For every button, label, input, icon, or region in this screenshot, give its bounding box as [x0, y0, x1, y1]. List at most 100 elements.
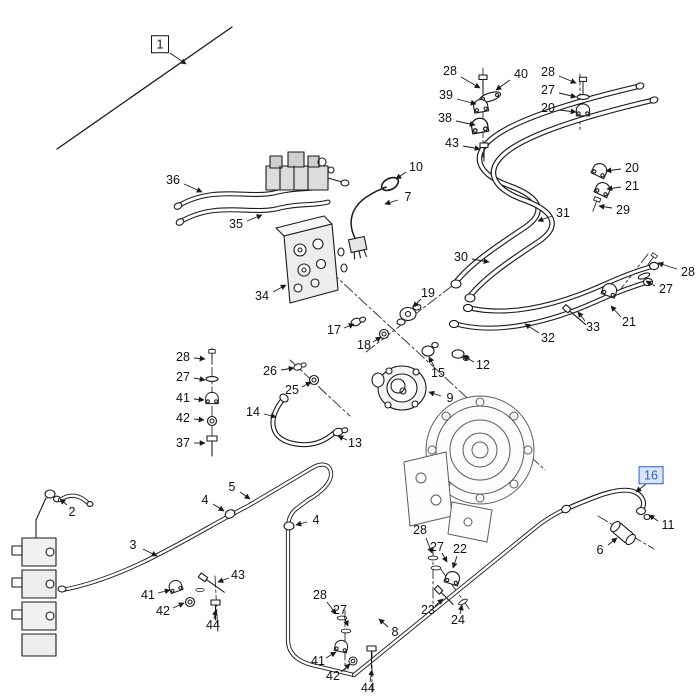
elbow-6: [610, 520, 636, 546]
seal-ring-10: [380, 176, 400, 192]
callout-36[interactable]: 36: [166, 172, 180, 187]
hose-14: [273, 393, 334, 444]
callout-23[interactable]: 23: [421, 602, 435, 617]
callout-43[interactable]: 43: [231, 567, 245, 582]
leader-line-1: [169, 52, 187, 65]
callout-40[interactable]: 40: [514, 66, 528, 81]
callout-5[interactable]: 5: [228, 479, 236, 494]
callout-7[interactable]: 7: [404, 189, 412, 204]
callout-1[interactable]: 1: [151, 35, 169, 53]
callout-31[interactable]: 31: [556, 205, 570, 220]
leader-line-34: [272, 284, 287, 293]
callout-8[interactable]: 8: [391, 624, 399, 639]
leader-line-18: [372, 336, 382, 343]
callout-30[interactable]: 30: [454, 249, 468, 264]
hardware-stack-top: [469, 74, 502, 162]
leader-line-20: [605, 167, 622, 174]
callout-32[interactable]: 32: [541, 330, 555, 345]
callout-29[interactable]: 29: [616, 202, 630, 217]
callout-3[interactable]: 3: [129, 537, 137, 552]
callout-28[interactable]: 28: [413, 522, 427, 537]
callout-26[interactable]: 26: [263, 363, 277, 378]
callout-27[interactable]: 27: [176, 369, 190, 384]
leader-line-32: [524, 323, 540, 334]
callout-27[interactable]: 27: [541, 82, 555, 97]
callout-35[interactable]: 35: [229, 216, 243, 231]
leader-line-30: [471, 258, 490, 264]
callout-20[interactable]: 20: [625, 160, 639, 175]
callout-17[interactable]: 17: [327, 322, 341, 337]
hose-16: [561, 490, 644, 514]
callout-11[interactable]: 11: [661, 517, 675, 532]
leader-line-26: [280, 365, 295, 372]
callout-42[interactable]: 42: [156, 603, 170, 618]
callout-24[interactable]: 24: [451, 612, 465, 627]
callout-16[interactable]: 16: [638, 466, 664, 484]
hardware-stack-bottom-center: [333, 615, 377, 669]
tube-3-5: [57, 465, 354, 675]
callout-21[interactable]: 21: [622, 314, 636, 329]
callout-4[interactable]: 4: [201, 492, 209, 507]
callout-10[interactable]: 10: [409, 159, 423, 174]
leader-line-28: [657, 261, 678, 270]
callout-42[interactable]: 42: [176, 410, 190, 425]
callout-44[interactable]: 44: [361, 680, 375, 695]
callout-2[interactable]: 2: [68, 504, 76, 519]
callout-28[interactable]: 28: [681, 264, 695, 279]
leader-line-31: [537, 215, 553, 222]
leader-line-43: [217, 577, 230, 583]
callout-28[interactable]: 28: [541, 64, 555, 79]
callout-41[interactable]: 41: [141, 587, 155, 602]
callout-38[interactable]: 38: [438, 110, 452, 125]
leader-line-7: [384, 199, 399, 206]
callout-27[interactable]: 27: [333, 602, 347, 617]
leader-line-28: [326, 601, 337, 615]
callout-14[interactable]: 14: [246, 404, 260, 419]
callout-13[interactable]: 13: [348, 435, 362, 450]
leader-line-28: [558, 75, 577, 84]
callout-27[interactable]: 27: [659, 281, 673, 296]
callout-18[interactable]: 18: [357, 337, 371, 352]
callout-44[interactable]: 44: [206, 617, 220, 632]
callout-28[interactable]: 28: [313, 587, 327, 602]
callout-27[interactable]: 27: [430, 539, 444, 554]
tube-end-fitting: [649, 96, 659, 104]
leader-line-36: [183, 183, 203, 193]
callout-25[interactable]: 25: [285, 382, 299, 397]
leader-layer: [59, 52, 678, 683]
callout-34[interactable]: 34: [255, 288, 269, 303]
connector-7: [347, 235, 368, 260]
callout-4[interactable]: 4: [312, 512, 320, 527]
leader-line-29: [598, 203, 613, 210]
callout-28[interactable]: 28: [443, 63, 457, 78]
callout-20[interactable]: 20: [541, 100, 555, 115]
elbow-fitting-15: [421, 341, 439, 357]
leader-line-6: [607, 537, 618, 546]
callout-22[interactable]: 22: [453, 541, 467, 556]
callout-28[interactable]: 28: [176, 349, 190, 364]
callout-19[interactable]: 19: [421, 285, 435, 300]
callout-41[interactable]: 41: [176, 390, 190, 405]
callout-42[interactable]: 42: [326, 668, 340, 683]
callout-43[interactable]: 43: [445, 135, 459, 150]
leader-line-14: [263, 412, 277, 419]
pump-9: [371, 365, 427, 411]
callout-41[interactable]: 41: [311, 653, 325, 668]
tube-end-fitting: [635, 82, 645, 90]
callout-6[interactable]: 6: [596, 542, 604, 557]
callout-12[interactable]: 12: [476, 357, 490, 372]
leader-line-19: [412, 298, 422, 308]
callout-33[interactable]: 33: [586, 319, 600, 334]
fitting-11: [635, 506, 651, 521]
leader-line-9: [428, 390, 442, 397]
callout-9[interactable]: 9: [446, 390, 454, 405]
leader-line-21: [606, 185, 622, 192]
leader-line-27: [558, 92, 577, 99]
callout-39[interactable]: 39: [439, 87, 453, 102]
callout-37[interactable]: 37: [176, 435, 190, 450]
leader-line-40: [495, 79, 511, 91]
callout-21[interactable]: 21: [625, 178, 639, 193]
callout-15[interactable]: 15: [431, 365, 445, 380]
